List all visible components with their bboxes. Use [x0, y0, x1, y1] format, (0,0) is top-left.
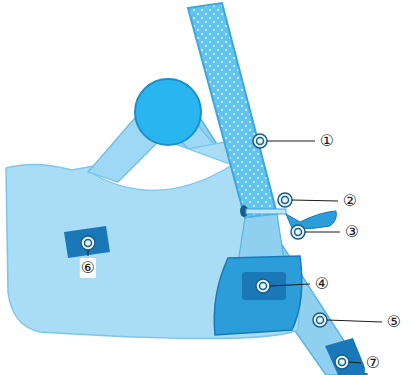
callout-number: ④	[314, 274, 330, 294]
callout-number: ③	[344, 222, 360, 242]
round-pad	[135, 79, 201, 145]
strap-end	[325, 338, 368, 375]
seat-patch	[64, 226, 110, 258]
lower-strap	[238, 214, 284, 263]
callout-number: ②	[342, 191, 358, 211]
callout-number: ⑤	[386, 312, 402, 332]
callout-number: ⑥	[80, 258, 96, 278]
leader-lines	[88, 141, 382, 363]
callout-number: ①	[319, 131, 335, 151]
shoulder-strap	[188, 3, 277, 218]
snap-rings	[81, 134, 349, 369]
callout-number: ⑦	[365, 353, 381, 373]
buckle-bar	[246, 209, 286, 214]
hip-pad	[214, 256, 302, 335]
